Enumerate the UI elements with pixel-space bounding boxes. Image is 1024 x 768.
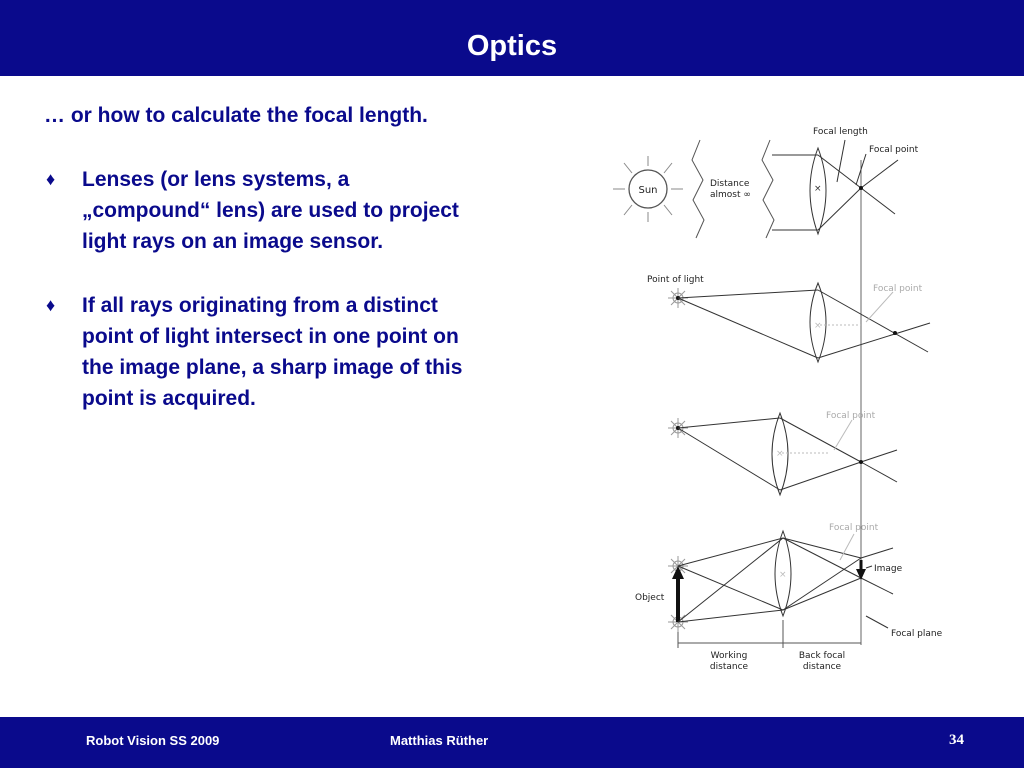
focal-point-pointer-1: [855, 153, 867, 186]
slide-content: … or how to calculate the focal length. …: [44, 100, 464, 447]
focal-point-dot-1: [859, 186, 863, 190]
object-label: Object: [635, 593, 665, 603]
break-line-right: [761, 139, 775, 239]
rays-panel-2: [677, 289, 931, 359]
bullet-item: ♦ If all rays originating from a distinc…: [44, 290, 464, 414]
image-label: Image: [874, 564, 903, 574]
focal-plane-label: Focal plane: [891, 629, 943, 639]
sun-label: Sun: [638, 185, 657, 196]
svg-text:×: ×: [814, 321, 822, 331]
footer-author: Matthias Rüther: [390, 733, 489, 748]
optics-diagram: Sun Distance almost ∞ × Focal length Foc…: [600, 118, 970, 678]
bullet-diamond-icon: ♦: [46, 295, 56, 315]
bullet-diamond-icon: ♦: [46, 169, 56, 189]
slide-header: Optics: [0, 0, 1024, 78]
bullet-text: If all rays originating from a distinct …: [82, 294, 463, 410]
distance-markers: [677, 620, 861, 648]
rays-panel-3: [677, 417, 898, 491]
svg-text:×: ×: [776, 449, 784, 459]
svg-text:×: ×: [779, 570, 787, 580]
page-number: 34: [949, 732, 964, 748]
distance-label-2: almost ∞: [710, 190, 751, 200]
back-focal-label-1: Back focal: [799, 651, 845, 661]
slide-footer: Robot Vision SS 2009 Matthias Rüther 34: [0, 717, 1024, 768]
rays-panel-4: [677, 537, 894, 623]
lens-1: [809, 146, 827, 236]
break-line-left: [691, 139, 705, 239]
bullet-item: ♦ Lenses (or lens systems, a „compound“ …: [44, 164, 464, 257]
intro-text: … or how to calculate the focal length.: [44, 104, 428, 127]
image-arrow-head: [856, 569, 866, 580]
back-focal-label-2: distance: [803, 662, 842, 672]
focal-point-label-3: Focal point: [826, 411, 876, 421]
bullet-text: Lenses (or lens systems, a „compound“ le…: [82, 168, 459, 253]
footer-course: Robot Vision SS 2009: [86, 733, 220, 748]
point-of-light-label: Point of light: [647, 275, 704, 285]
focal-point-label-4: Focal point: [829, 523, 879, 533]
object-arrow-head: [672, 566, 684, 579]
focal-length-pointer: [836, 139, 846, 183]
lens-center-mark: ×: [814, 184, 822, 194]
sun-icon: [613, 156, 683, 222]
focal-point-label-1: Focal point: [869, 145, 919, 155]
distance-label-1: Distance: [710, 179, 750, 189]
working-distance-label-2: distance: [710, 662, 749, 672]
rays-panel-1: [772, 154, 899, 231]
lens-3: [771, 411, 789, 497]
slide-title: Optics: [466, 30, 558, 62]
lens-4: [774, 529, 792, 618]
lens-2: [809, 281, 827, 364]
working-distance-label-1: Working: [711, 651, 748, 661]
focal-point-label-2: Focal point: [873, 284, 923, 294]
focal-length-label: Focal length: [813, 127, 868, 137]
